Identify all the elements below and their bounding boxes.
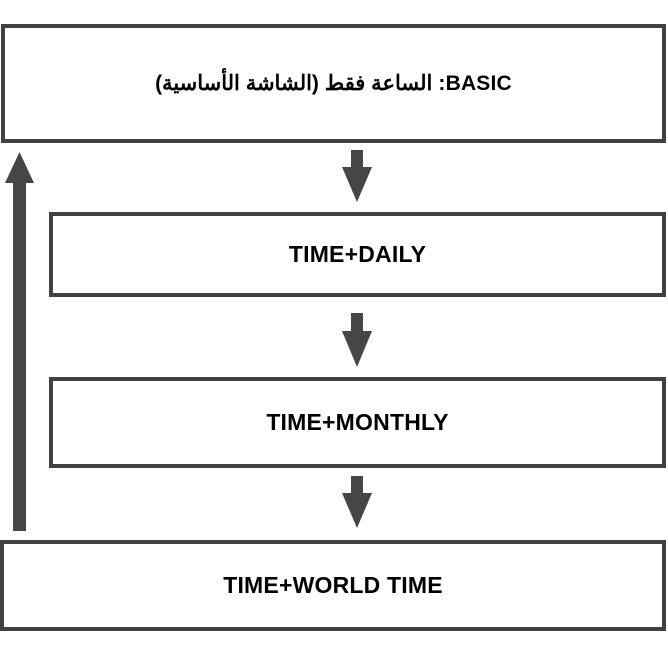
- flow-node-time-world-time: TIME+WORLD TIME: [0, 540, 666, 631]
- flow-node-time-daily-label: TIME+DAILY: [288, 241, 427, 267]
- flow-node-basic: BASIC: الساعة فقط (الشاشة الأساسية): [1, 24, 666, 143]
- flow-node-basic-label: BASIC: الساعة فقط (الشاشة الأساسية): [155, 72, 512, 95]
- down-arrow-icon: [342, 476, 372, 528]
- down-arrow-icon: [342, 313, 372, 367]
- flow-node-time-world-time-label: TIME+WORLD TIME: [223, 572, 443, 598]
- down-arrow-icon: [342, 150, 372, 202]
- flow-node-time-monthly: TIME+MONTHLY: [49, 377, 666, 468]
- flow-node-time-monthly-label: TIME+MONTHLY: [266, 409, 449, 435]
- up-return-arrow-icon: [5, 152, 34, 531]
- flow-node-time-daily: TIME+DAILY: [49, 212, 666, 297]
